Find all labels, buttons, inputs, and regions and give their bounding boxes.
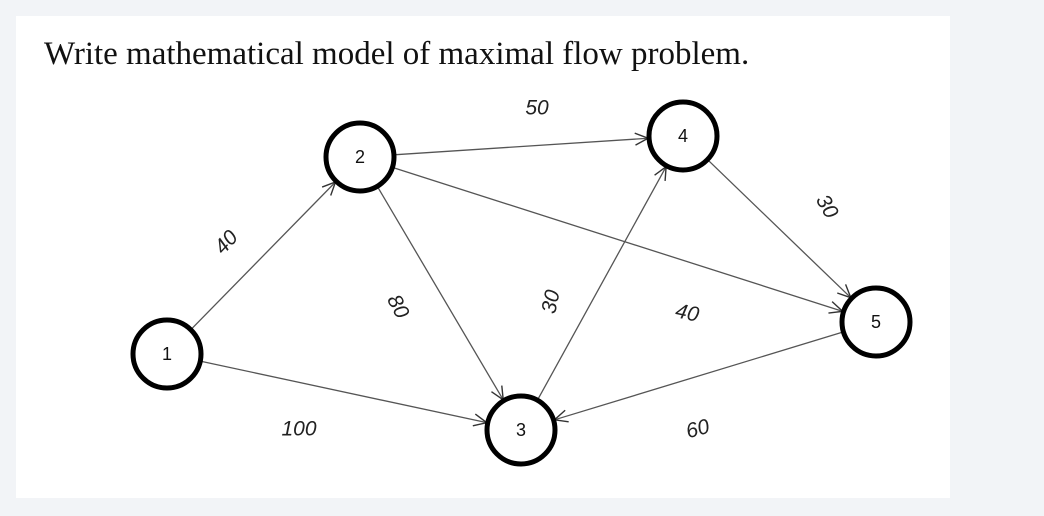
edge-2-5	[392, 166, 845, 314]
node-5: 5	[839, 285, 913, 359]
node-circle-1	[130, 317, 204, 391]
node-label-2: 2	[355, 147, 365, 167]
node-2: 2	[323, 120, 397, 194]
problem-statement: Write mathematical model of maximal flow…	[44, 36, 750, 72]
node-4: 4	[646, 99, 720, 173]
node-circle-3	[484, 393, 558, 467]
capacity-label-4-5: 30	[811, 191, 843, 223]
capacity-label-2-5: 40	[673, 299, 701, 326]
node-label-4: 4	[678, 126, 688, 146]
edge-3-4	[536, 165, 667, 401]
node-label-3: 3	[516, 420, 526, 440]
edge-4-5	[707, 159, 853, 299]
node-3: 3	[484, 393, 558, 467]
capacity-label-3-4: 30	[537, 288, 564, 316]
edge-5-3	[552, 331, 844, 423]
capacity-label-1-3: 100	[281, 418, 316, 441]
node-label-1: 1	[162, 344, 172, 364]
node-label-5: 5	[871, 312, 881, 332]
node-circle-5	[839, 285, 913, 359]
node-1: 1	[130, 317, 204, 391]
node-circle-4	[646, 99, 720, 173]
capacity-label-5-3: 60	[683, 415, 712, 443]
node-circle-2	[323, 120, 397, 194]
edge-2-4	[393, 132, 650, 156]
capacity-label-2-3: 80	[382, 291, 413, 323]
edge-2-3	[376, 185, 505, 402]
capacity-label-2-4: 50	[525, 97, 549, 120]
edge-1-2	[190, 180, 337, 331]
capacity-label-1-2: 40	[210, 226, 243, 259]
edge-1-3	[200, 360, 489, 427]
